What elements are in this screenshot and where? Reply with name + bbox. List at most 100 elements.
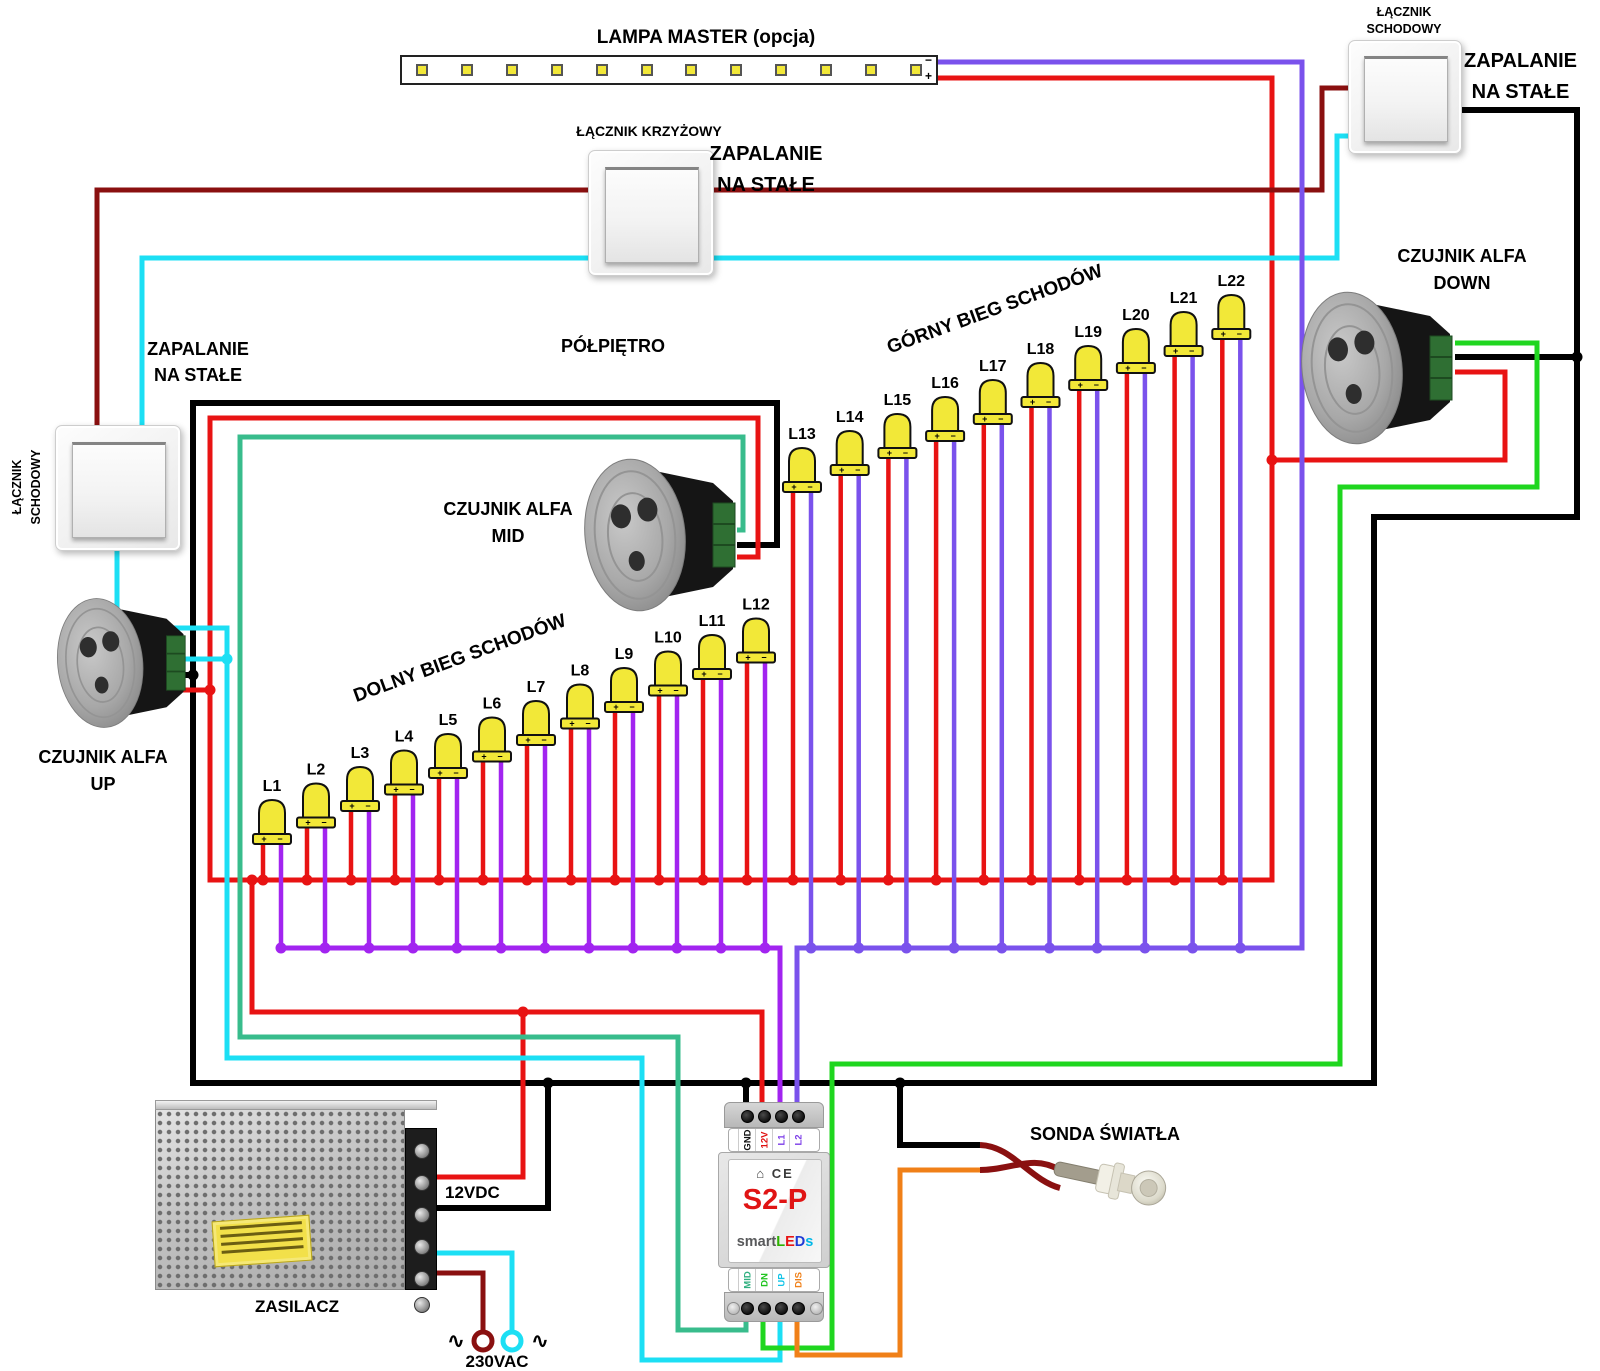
- led-plus: +: [349, 801, 354, 811]
- lamp-led-segment: [550, 64, 563, 76]
- s2p-model: S2-P: [742, 1184, 808, 1216]
- ac-terminal-l: [471, 1329, 495, 1353]
- switch-left-label: ŁĄCZNIK SCHODOWY: [8, 412, 52, 562]
- psu-screw: [414, 1175, 430, 1191]
- led-strip-lampa-master: [400, 55, 938, 85]
- junction-dot: [1169, 874, 1181, 886]
- light-probe-image: [1044, 1137, 1187, 1237]
- led-minus: −: [1094, 380, 1099, 390]
- lamp-led-segment: [460, 64, 473, 76]
- psu-mesh: [155, 1109, 405, 1290]
- led-dome: [883, 412, 912, 449]
- led-plus: +: [569, 719, 574, 729]
- junction-dot: [627, 942, 639, 954]
- led-minus: −: [903, 448, 908, 458]
- led-label: L14: [836, 409, 864, 426]
- led-plus: +: [1221, 329, 1226, 339]
- junction-dot: [451, 942, 463, 954]
- led-L20: +−L20: [1115, 307, 1156, 374]
- junction-dot: [187, 669, 199, 681]
- wire-black-psu: [437, 1083, 551, 1211]
- lamp-minus-label: −: [925, 53, 933, 67]
- sensor-hole: [94, 676, 109, 694]
- junction-dot: [835, 874, 847, 886]
- junction-dot: [894, 1077, 906, 1089]
- ac-terminal-n: [500, 1329, 524, 1353]
- psu-warning-sticker: [211, 1214, 313, 1268]
- note-permanent-on-mid: ZAPALANIE NA STAŁE: [666, 139, 866, 201]
- note-permanent-on-right: ZAPALANIE NA STAŁE: [1441, 46, 1600, 108]
- house-icon: ⌂: [756, 1166, 767, 1181]
- s2p-screw: [758, 1110, 771, 1123]
- junction-dot: [565, 874, 577, 886]
- led-flange: [925, 430, 966, 442]
- switch-right-label: ŁĄCZNIK SCHODOWY: [1324, 4, 1484, 38]
- lamp-led-segment: [595, 64, 608, 76]
- sensor-disc: [56, 598, 144, 728]
- wire-orange-dis: [794, 1167, 980, 1358]
- led-flange: [782, 481, 822, 493]
- s2p-top-terminals: [724, 1102, 824, 1128]
- sensor-hole: [637, 497, 658, 522]
- led-dome: [788, 446, 816, 483]
- probe-lens-inner: [1139, 1179, 1158, 1198]
- junction-dot: [477, 874, 489, 886]
- junction-dot: [853, 942, 865, 954]
- led-plus: +: [261, 834, 266, 844]
- junction-dot: [805, 942, 817, 954]
- led-dome: [522, 699, 550, 736]
- junction-dot: [1571, 351, 1583, 363]
- junction-dot: [948, 942, 960, 954]
- brand-letter: D: [794, 1234, 806, 1250]
- s2p-screw: [792, 1110, 805, 1123]
- led-L22: +−L22: [1211, 273, 1252, 340]
- junction-dot: [521, 874, 533, 886]
- led-plus: +: [657, 686, 662, 696]
- psu-12vdc-label: 12VDC: [445, 1183, 500, 1202]
- led-flange: [428, 767, 468, 779]
- sensor-alfa-mid-label: CZUJNIK ALFA MID: [408, 496, 608, 550]
- s2p-screw: [741, 1302, 754, 1315]
- junction-dot: [407, 942, 419, 954]
- lamp-title: LAMPA MASTER (opcja): [596, 27, 816, 48]
- junction-dot: [583, 942, 595, 954]
- led-minus: −: [321, 818, 326, 828]
- s2p-terminal-dis: DIS: [789, 1269, 807, 1291]
- led-label: L11: [699, 613, 726, 630]
- note-line: NA STAŁE: [154, 365, 242, 385]
- junction-dot: [1187, 942, 1199, 954]
- switch-right-rocker: [1363, 55, 1449, 143]
- led-flange: [829, 464, 870, 476]
- sensor-hole: [1345, 383, 1362, 404]
- led-minus: −: [1189, 346, 1194, 356]
- led-plus: +: [934, 431, 939, 441]
- note-permanent-on-left: ZAPALANIE NA STAŁE: [98, 336, 298, 388]
- led-L4: +−L4: [384, 729, 424, 796]
- junction-dot: [1234, 942, 1246, 954]
- s2p-terminal-up: UP: [772, 1269, 790, 1291]
- lamp-led-segment: [909, 64, 922, 76]
- led-dome: [654, 650, 682, 687]
- junction-dot: [1121, 874, 1133, 886]
- led-L21: +−L21: [1163, 290, 1204, 357]
- bus-violet-lower: [281, 945, 783, 1110]
- s2p-bottom-terminals: [724, 1292, 824, 1322]
- label-line: CZUJNIK ALFA: [38, 747, 168, 767]
- led-flange: [340, 800, 380, 812]
- sensor-alfa-mid-image: [563, 455, 763, 620]
- led-label: L16: [931, 375, 959, 392]
- junction-dot: [930, 874, 942, 886]
- wire-cyan-traveler: [139, 133, 1352, 425]
- label-line: CZUJNIK ALFA: [1397, 246, 1527, 266]
- wire-teal-mid-input: [237, 434, 749, 1333]
- psu-screw: [414, 1297, 430, 1313]
- sensor-terminal: [166, 635, 186, 691]
- label-line: SCHODOWY: [1366, 22, 1442, 36]
- s2p-panel: ⌂ CE S2-P smartLEDs: [728, 1159, 822, 1263]
- label-line: CZUJNIK ALFA: [443, 499, 573, 519]
- led-minus: −: [855, 465, 860, 475]
- led-L3: +−L3: [340, 745, 380, 812]
- junction-dot: [319, 942, 331, 954]
- sensor-graphic: [1301, 291, 1453, 445]
